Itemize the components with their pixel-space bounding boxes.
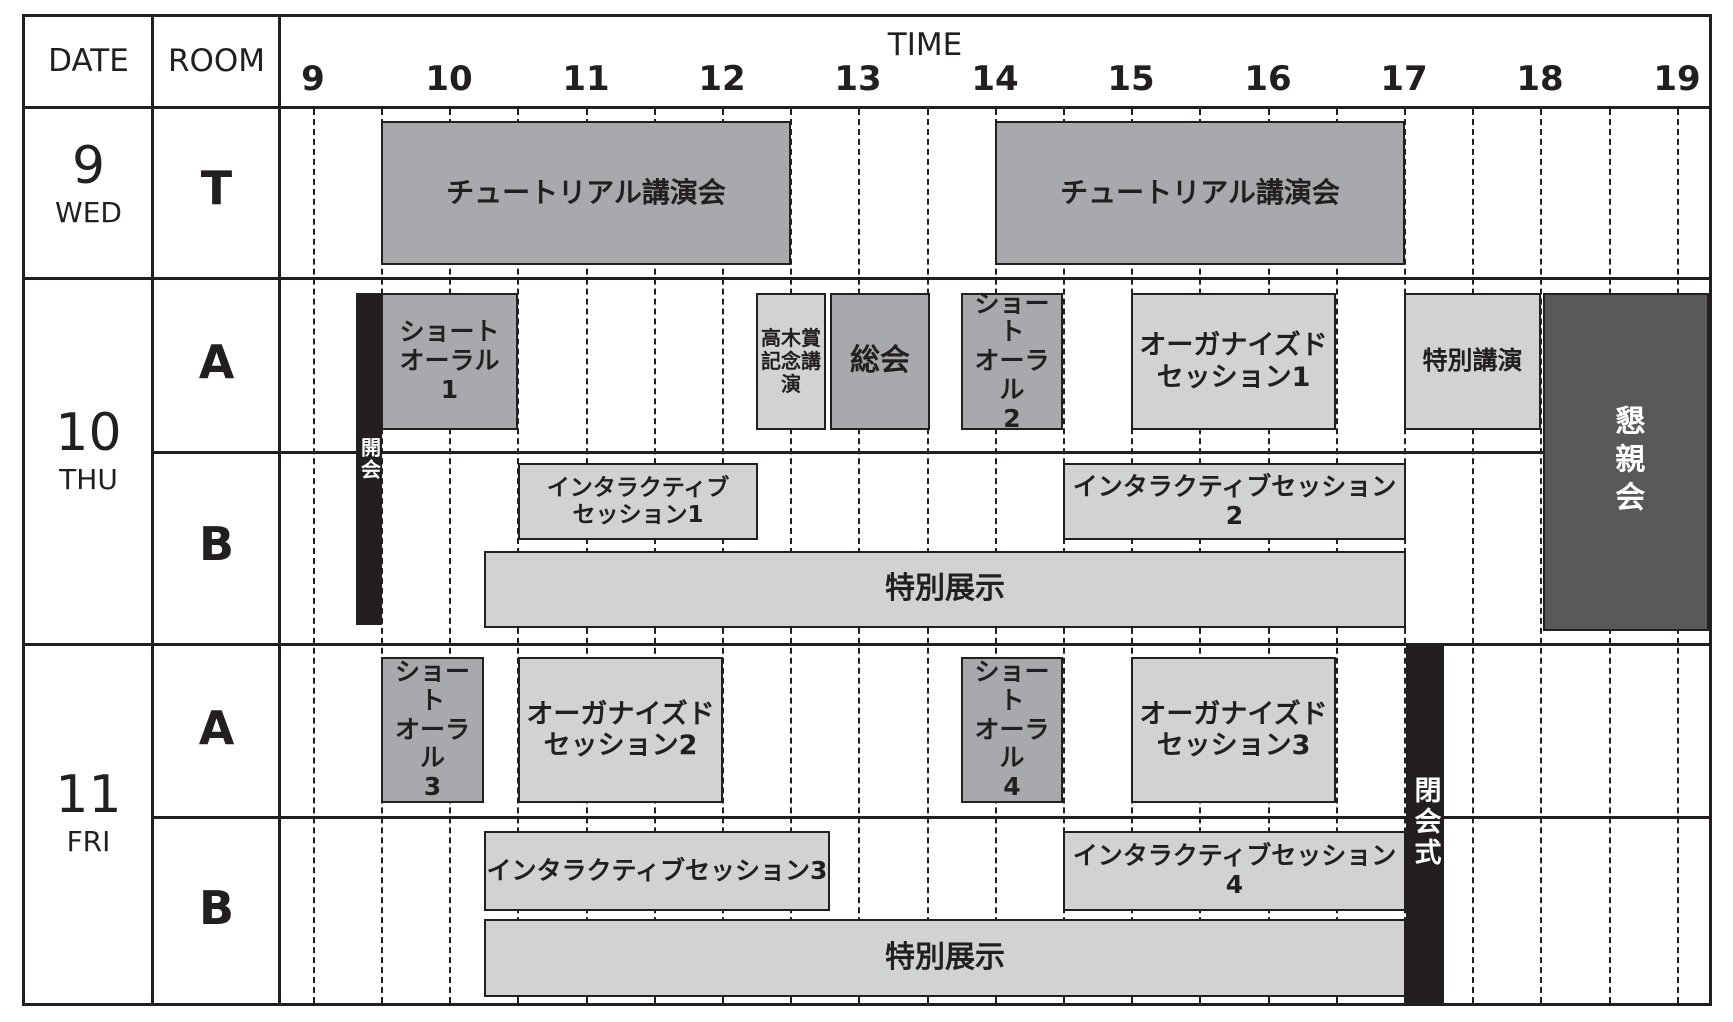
short-oral-block: ショート オーラル 1: [381, 293, 518, 430]
interactive-session-block: インタラクティブセッション3: [484, 831, 830, 911]
hour-label: 17: [1380, 59, 1428, 99]
date-column-header: DATE: [48, 43, 129, 79]
room-label-b: B: [198, 517, 235, 571]
hour-label: 12: [698, 59, 746, 99]
room-divider-fri: [152, 816, 1709, 819]
tutorial-lecture-block: チュートリアル講演会: [995, 121, 1405, 265]
banquet-block: 懇親会: [1543, 293, 1709, 631]
interactive-session-block: インタラクティブセッション2: [1063, 463, 1406, 540]
date-weekday: FRI: [66, 825, 111, 858]
interactive-session-block: インタラクティブ セッション1: [518, 463, 758, 540]
date-weekday: THU: [59, 463, 118, 496]
grid-line: [1472, 109, 1474, 1003]
interactive-session-block: インタラクティブセッション4: [1063, 831, 1406, 911]
date-weekday: WED: [55, 196, 122, 229]
room-column-header: ROOM: [167, 43, 266, 79]
opening-ceremony-block: 開会: [356, 293, 382, 625]
hour-label: 9: [301, 59, 325, 99]
date-room-divider: [151, 17, 154, 1003]
room-time-divider: [278, 17, 281, 1003]
hour-label: 10: [425, 59, 473, 99]
hour-label: 13: [834, 59, 882, 99]
date-cell-thu: 10 THU: [25, 407, 152, 496]
organized-session-block: オーガナイズド セッション1: [1131, 293, 1336, 430]
special-exhibit-block: 特別展示: [484, 551, 1406, 628]
short-oral-block: ショート オーラル 3: [381, 657, 484, 803]
room-label-a: A: [198, 335, 235, 389]
date-cell-wed: 9 WED: [25, 140, 152, 229]
special-lecture-block: 特別講演: [1404, 293, 1541, 430]
schedule-table: DATE ROOM TIME 9 10 11 12 13 14 15 16 17…: [22, 14, 1712, 1006]
header-divider: [25, 106, 1709, 109]
date-number: 11: [55, 765, 122, 825]
hour-label: 18: [1516, 59, 1564, 99]
hour-label: 19: [1653, 59, 1701, 99]
date-number: 9: [71, 136, 106, 196]
hour-label: 14: [971, 59, 1019, 99]
day-divider-thu-fri: [25, 643, 1709, 646]
takagi-award-lecture-block: 高木賞 記念講演: [756, 293, 826, 430]
organized-session-block: オーガナイズド セッション2: [518, 657, 723, 803]
grid-line: [1540, 109, 1542, 1003]
hour-label: 15: [1107, 59, 1155, 99]
room-label-a: A: [198, 701, 235, 755]
grid-line: [313, 109, 315, 1003]
closing-ceremony-block: 閉会式: [1406, 646, 1444, 1003]
grid-line: [449, 109, 451, 1003]
date-number: 10: [55, 403, 122, 463]
date-cell-fri: 11 FRI: [25, 769, 152, 858]
room-divider-thu: [152, 451, 1709, 454]
tutorial-lecture-block: チュートリアル講演会: [381, 121, 791, 265]
grid-line: [381, 109, 383, 1003]
general-assembly-block: 総会: [830, 293, 930, 430]
room-label-b: B: [198, 881, 235, 935]
day-divider-wed-thu: [25, 277, 1709, 280]
hour-label: 11: [562, 59, 610, 99]
room-label-t: T: [200, 161, 233, 215]
time-axis-title: TIME: [887, 27, 963, 63]
short-oral-block: ショート オーラル 4: [961, 657, 1063, 803]
organized-session-block: オーガナイズド セッション3: [1131, 657, 1336, 803]
hour-label: 16: [1244, 59, 1292, 99]
short-oral-block: ショート オーラル 2: [961, 289, 1063, 433]
special-exhibit-block: 特別展示: [484, 919, 1406, 997]
